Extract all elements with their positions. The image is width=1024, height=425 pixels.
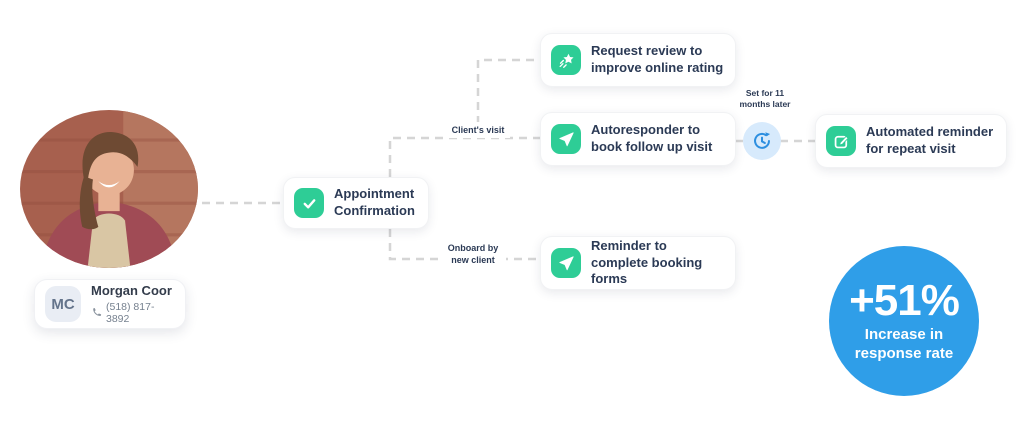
delay-node[interactable]	[743, 122, 781, 160]
contact-card[interactable]: MC Morgan Coor (518) 817-3892	[34, 279, 186, 329]
send-icon	[551, 248, 581, 278]
node-label: Autoresponder to book follow up visit	[591, 122, 713, 154]
connector-appointment-top	[388, 136, 540, 177]
edit-icon	[826, 126, 856, 156]
edge-label-clients-visit: Client's visit	[446, 122, 510, 139]
contact-name: Morgan Coor	[91, 283, 172, 299]
stat-circle: +51% Increase in response rate	[829, 246, 979, 396]
stat-caption: Increase in response rate	[854, 325, 954, 362]
node-appointment-confirmation[interactable]: Appointment Confirmation	[283, 177, 429, 229]
node-label: Automated reminder for repeat visit	[866, 124, 994, 156]
customer-photo	[20, 110, 198, 268]
node-request-review[interactable]: Request review to improve online rating	[540, 33, 736, 87]
node-label: Appointment Confirmation	[334, 186, 415, 218]
contact-phone: (518) 817-3892	[106, 300, 155, 325]
node-booking-forms[interactable]: Reminder to complete booking forms	[540, 236, 736, 290]
shooting-star-icon	[551, 45, 581, 75]
phone-icon	[93, 308, 102, 317]
edge-label-delay: Set for 11 months later	[739, 88, 791, 110]
edge-label-onboard: Onboard by new client	[440, 240, 506, 269]
node-automated-reminder[interactable]: Automated reminder for repeat visit	[815, 114, 1007, 168]
stat-value: +51%	[849, 275, 960, 325]
avatar: MC	[45, 286, 81, 322]
node-label: Request review to improve online rating	[591, 43, 724, 75]
clock-history-icon	[754, 132, 771, 149]
check-icon	[294, 188, 324, 218]
node-label: Reminder to complete booking forms	[591, 237, 703, 287]
send-icon	[551, 124, 581, 154]
node-autoresponder[interactable]: Autoresponder to book follow up visit	[540, 112, 736, 166]
